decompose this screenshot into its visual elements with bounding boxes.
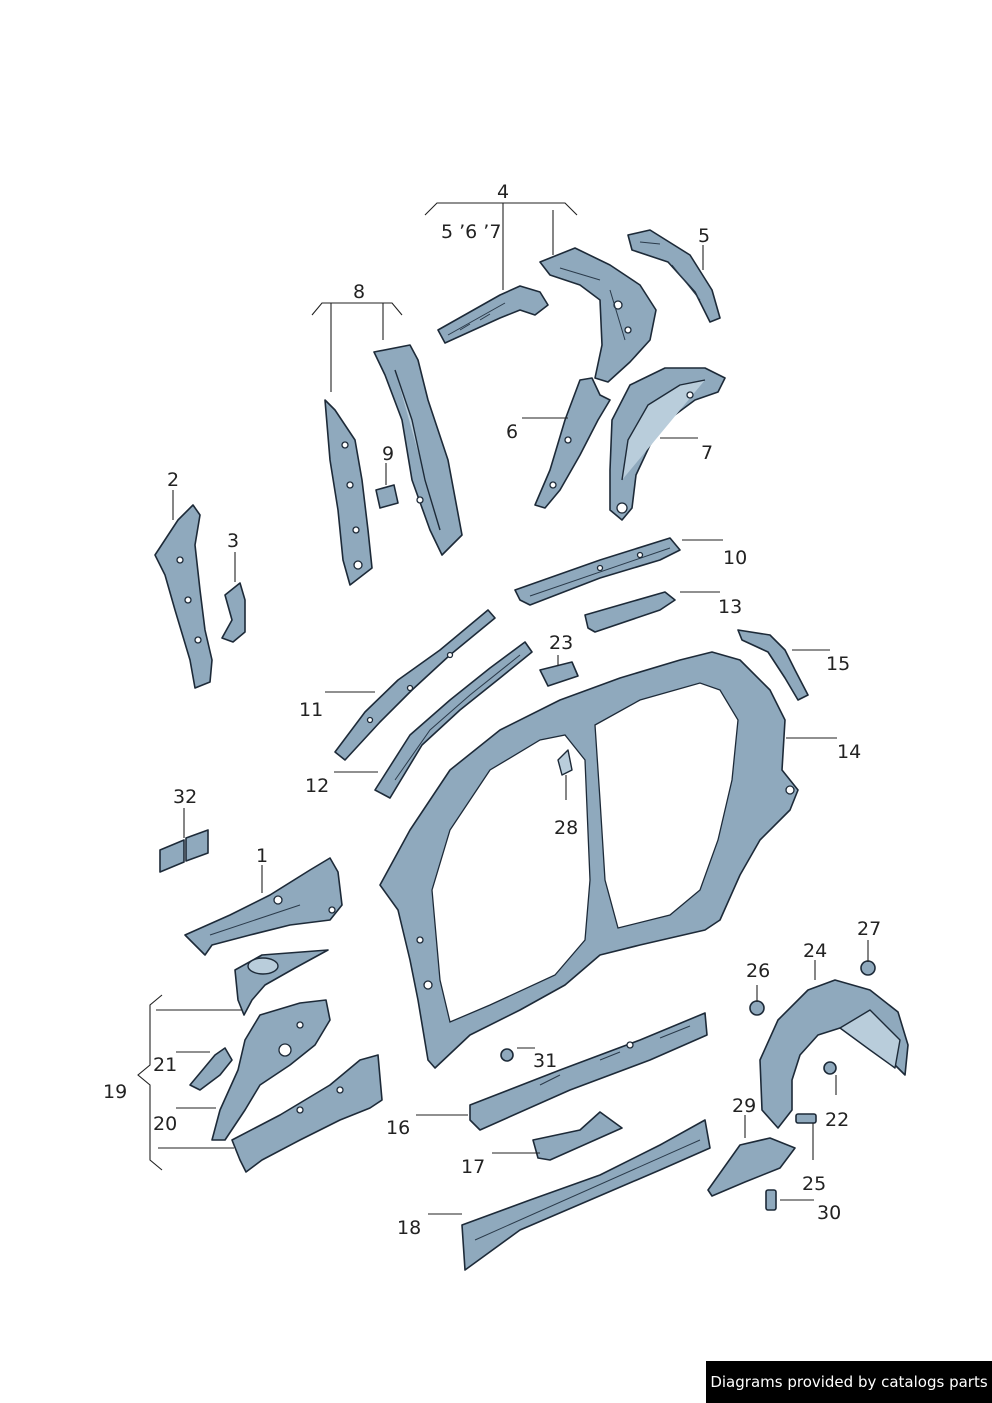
callout-14: 14 xyxy=(837,741,861,763)
part-26-clip xyxy=(749,1000,765,1016)
callout-17: 17 xyxy=(461,1156,485,1178)
part-29-bracket xyxy=(707,1137,796,1197)
part-19-mount xyxy=(234,949,329,1016)
callout-13: 13 xyxy=(718,596,742,618)
callout-18: 18 xyxy=(397,1217,421,1239)
callout-7: 7 xyxy=(701,442,713,464)
part-4-rail xyxy=(437,285,549,344)
callout-1: 1 xyxy=(256,845,268,867)
part-1-front-rail xyxy=(184,857,343,956)
callout-10: 10 xyxy=(723,547,747,569)
callout-5: 5 xyxy=(698,225,710,247)
part-20-panel xyxy=(211,999,331,1141)
callout-29: 29 xyxy=(732,1095,756,1117)
part-27-clip xyxy=(860,960,876,976)
callout-9: 9 xyxy=(382,443,394,465)
callout-22: 22 xyxy=(825,1109,849,1131)
callout-32: 32 xyxy=(173,786,197,808)
part-8-pillar-outer xyxy=(373,344,463,556)
callout-30: 30 xyxy=(817,1202,841,1224)
part-22-clip xyxy=(823,1061,837,1075)
part-15-bracket xyxy=(737,629,809,701)
callout-4-sub: 5 ’6 ’7 xyxy=(441,221,501,243)
part-7-wheel-arch xyxy=(609,367,726,521)
callout-19: 19 xyxy=(103,1081,127,1103)
part-18-rocker xyxy=(461,1119,711,1271)
callout-12: 12 xyxy=(305,775,329,797)
callout-25: 25 xyxy=(802,1173,826,1195)
part-28-fastener xyxy=(557,749,573,776)
callout-4: 4 xyxy=(497,181,509,203)
leader-lines xyxy=(137,202,869,1215)
callout-21: 21 xyxy=(153,1054,177,1076)
callout-16: 16 xyxy=(386,1117,410,1139)
callout-27: 27 xyxy=(857,918,881,940)
part-12-arch-rail xyxy=(374,641,533,799)
callout-31: 31 xyxy=(533,1050,557,1072)
callout-3: 3 xyxy=(227,530,239,552)
part-25-screw xyxy=(795,1113,817,1124)
callout-6: 6 xyxy=(506,421,518,443)
callout-11: 11 xyxy=(299,699,323,721)
credit-text: Diagrams provided by catalogs parts xyxy=(710,1373,988,1391)
callout-15: 15 xyxy=(826,653,850,675)
part-8-pillar-inner xyxy=(324,399,373,586)
callout-labels: 4 5 ’6 ’7 5 8 6 7 9 2 3 10 13 23 15 11 1… xyxy=(103,181,881,1239)
callout-2: 2 xyxy=(167,469,179,491)
part-19-lower-rail xyxy=(231,1054,383,1173)
part-23-clip xyxy=(539,661,579,687)
part-5-strip xyxy=(627,229,721,323)
part-32-pads xyxy=(159,829,209,873)
part-16-sill xyxy=(469,1012,708,1131)
callout-24: 24 xyxy=(803,940,827,962)
callout-28: 28 xyxy=(554,817,578,839)
part-4-panel xyxy=(539,247,657,383)
callout-26: 26 xyxy=(746,960,770,982)
part-11-arch-rail xyxy=(334,609,496,761)
part-2-pillar xyxy=(154,504,213,689)
part-3-bracket xyxy=(221,582,246,643)
part-13-rail xyxy=(584,591,676,633)
callout-20: 20 xyxy=(153,1113,177,1135)
part-30-screw xyxy=(765,1189,777,1211)
part-6-bracket xyxy=(534,377,611,509)
part-9-plate xyxy=(375,484,399,509)
callout-23: 23 xyxy=(549,632,573,654)
callout-8: 8 xyxy=(353,281,365,303)
credit-banner: Diagrams provided by catalogs parts xyxy=(706,1361,992,1403)
part-10-roof-rail xyxy=(514,537,681,606)
part-21-bracket xyxy=(189,1047,233,1091)
part-14-side-panel xyxy=(379,651,799,1069)
part-31-clip xyxy=(500,1048,514,1062)
part-17-bracket xyxy=(532,1111,623,1161)
part-24-wheelhouse-liner xyxy=(759,979,909,1129)
